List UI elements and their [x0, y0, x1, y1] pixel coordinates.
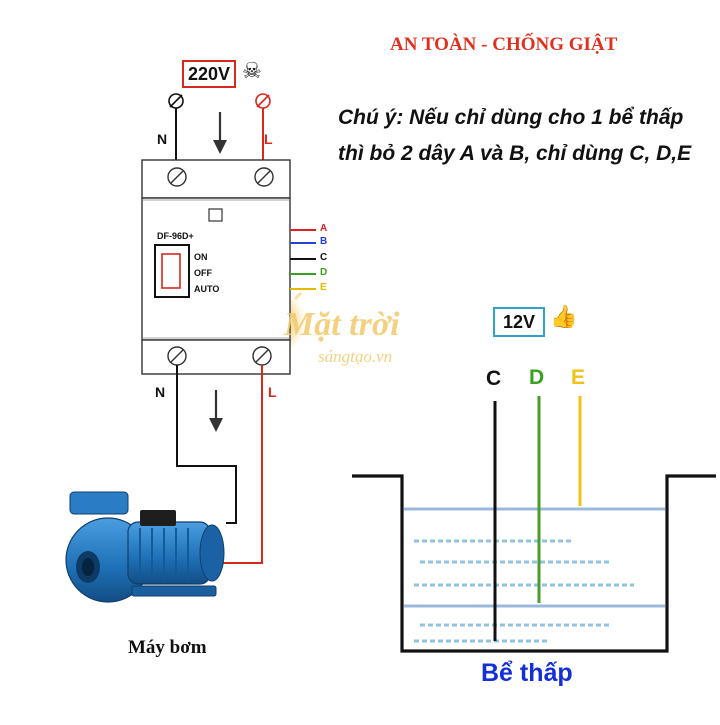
mode-off-label: OFF [194, 268, 212, 278]
pump-illustration [65, 491, 225, 603]
wire-e-label: E [320, 282, 327, 293]
tank-label: Bể thấp [481, 659, 573, 687]
skull-crossbones-icon: ☠ [242, 58, 262, 83]
screw-terminal-icon [167, 346, 187, 366]
low-tank [352, 474, 716, 653]
screw-terminal-icon [167, 167, 187, 187]
watermark-subtext: sángtạo.vn [318, 347, 393, 366]
voltage-220v-badge: 220V [182, 60, 236, 88]
voltage-12v-badge: 12V [493, 307, 545, 337]
watermark-text: Mặt trời [284, 306, 400, 343]
terminal-n-bottom-label: N [155, 384, 166, 400]
sensor-wires [290, 229, 316, 290]
wire-c-label: C [320, 252, 328, 263]
controller-device [141, 159, 291, 375]
wire-a-label: A [320, 223, 328, 234]
controller-model: DF-96D+ [157, 231, 194, 241]
probe-d-label: D [529, 366, 545, 389]
probe-c-label: C [486, 367, 502, 390]
wire-d-label: D [320, 267, 328, 278]
terminal-l-bottom-label: L [268, 384, 277, 400]
terminal-l-top-label: L [264, 131, 273, 147]
wire-n-out [176, 365, 237, 524]
wire-l-out [222, 365, 263, 564]
input-terminal-n [168, 93, 184, 109]
safety-title: AN TOÀN - CHỐNG GIẬT [390, 34, 618, 55]
mode-switch [154, 244, 190, 298]
screw-terminal-icon [254, 167, 274, 187]
note-line-2: thì bỏ 2 dây A và B, chỉ dùng C, D,E [338, 142, 692, 165]
wire-b-label: B [320, 236, 328, 247]
mode-on-label: ON [194, 252, 208, 262]
arrow-down-icon [209, 390, 223, 432]
input-terminal-l [255, 93, 271, 109]
terminal-n-top-label: N [157, 131, 168, 147]
probe-e-label: E [571, 366, 586, 389]
thumbs-up-icon: 👍 [550, 304, 578, 329]
screw-terminal-icon [252, 346, 272, 366]
mode-auto-label: AUTO [194, 284, 220, 294]
note-line-1: Chú ý: Nếu chỉ dùng cho 1 bể thấp [338, 106, 684, 129]
arrow-down-icon [213, 112, 227, 154]
pump-label: Máy bơm [128, 637, 207, 658]
